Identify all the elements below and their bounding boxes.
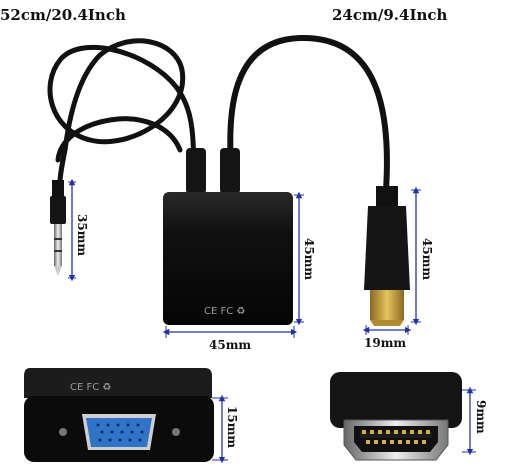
adapter-height-label: 45mm [302,238,316,280]
audio-cable [47,38,199,185]
hdmi-strain-relief [220,148,240,194]
audio-jack-icon [50,180,66,276]
hdmi-height-label: 45mm [420,238,434,280]
vga-port-icon [82,414,156,450]
audio-cable-length-label: 52cm/20.4Inch [0,6,126,24]
vga-certification-logos: CE FC ♻ [70,382,111,393]
jack-length-label: 35mm [75,214,89,256]
hdmi-plug-side [364,186,410,326]
audio-strain-relief [186,148,206,194]
hdmi-width-label: 19mm [364,336,406,350]
hdmi-plug-icon [330,372,462,461]
certification-logos: CE FC ♻ [204,306,245,317]
hdmi-depth-label: 9mm [474,400,488,434]
hdmi-cable [227,34,390,191]
adapter-width-label: 45mm [209,338,251,352]
hdmi-cable-length-label: 24cm/9.4Inch [332,6,448,24]
vga-depth-label: 15mm [225,406,239,448]
adapter-body [163,192,293,325]
